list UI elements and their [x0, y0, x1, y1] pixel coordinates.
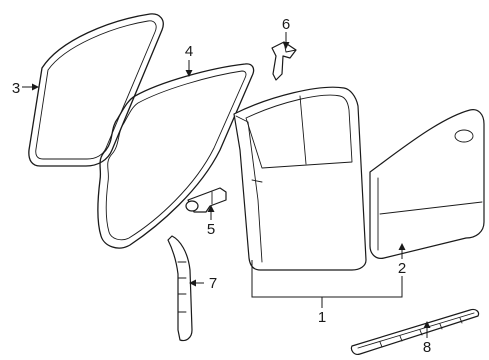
callout-8: 8 — [423, 339, 431, 356]
callout-1: 1 — [318, 309, 326, 326]
callout-5: 5 — [207, 221, 215, 238]
callout-4: 4 — [185, 43, 193, 60]
callout-2: 2 — [398, 260, 406, 277]
weatherstrip-inner — [97, 63, 255, 249]
callout-6: 6 — [282, 16, 290, 33]
door-shell — [233, 86, 367, 271]
outer-panel — [369, 109, 485, 259]
lower-moulding — [350, 308, 480, 355]
sash-trim — [167, 235, 193, 342]
callout-3: 3 — [12, 80, 20, 97]
leader-lines — [22, 32, 431, 338]
weatherstrip-outer — [28, 13, 164, 167]
callout-7: 7 — [209, 275, 217, 292]
door-check — [185, 187, 227, 213]
bracket-part — [271, 41, 297, 81]
